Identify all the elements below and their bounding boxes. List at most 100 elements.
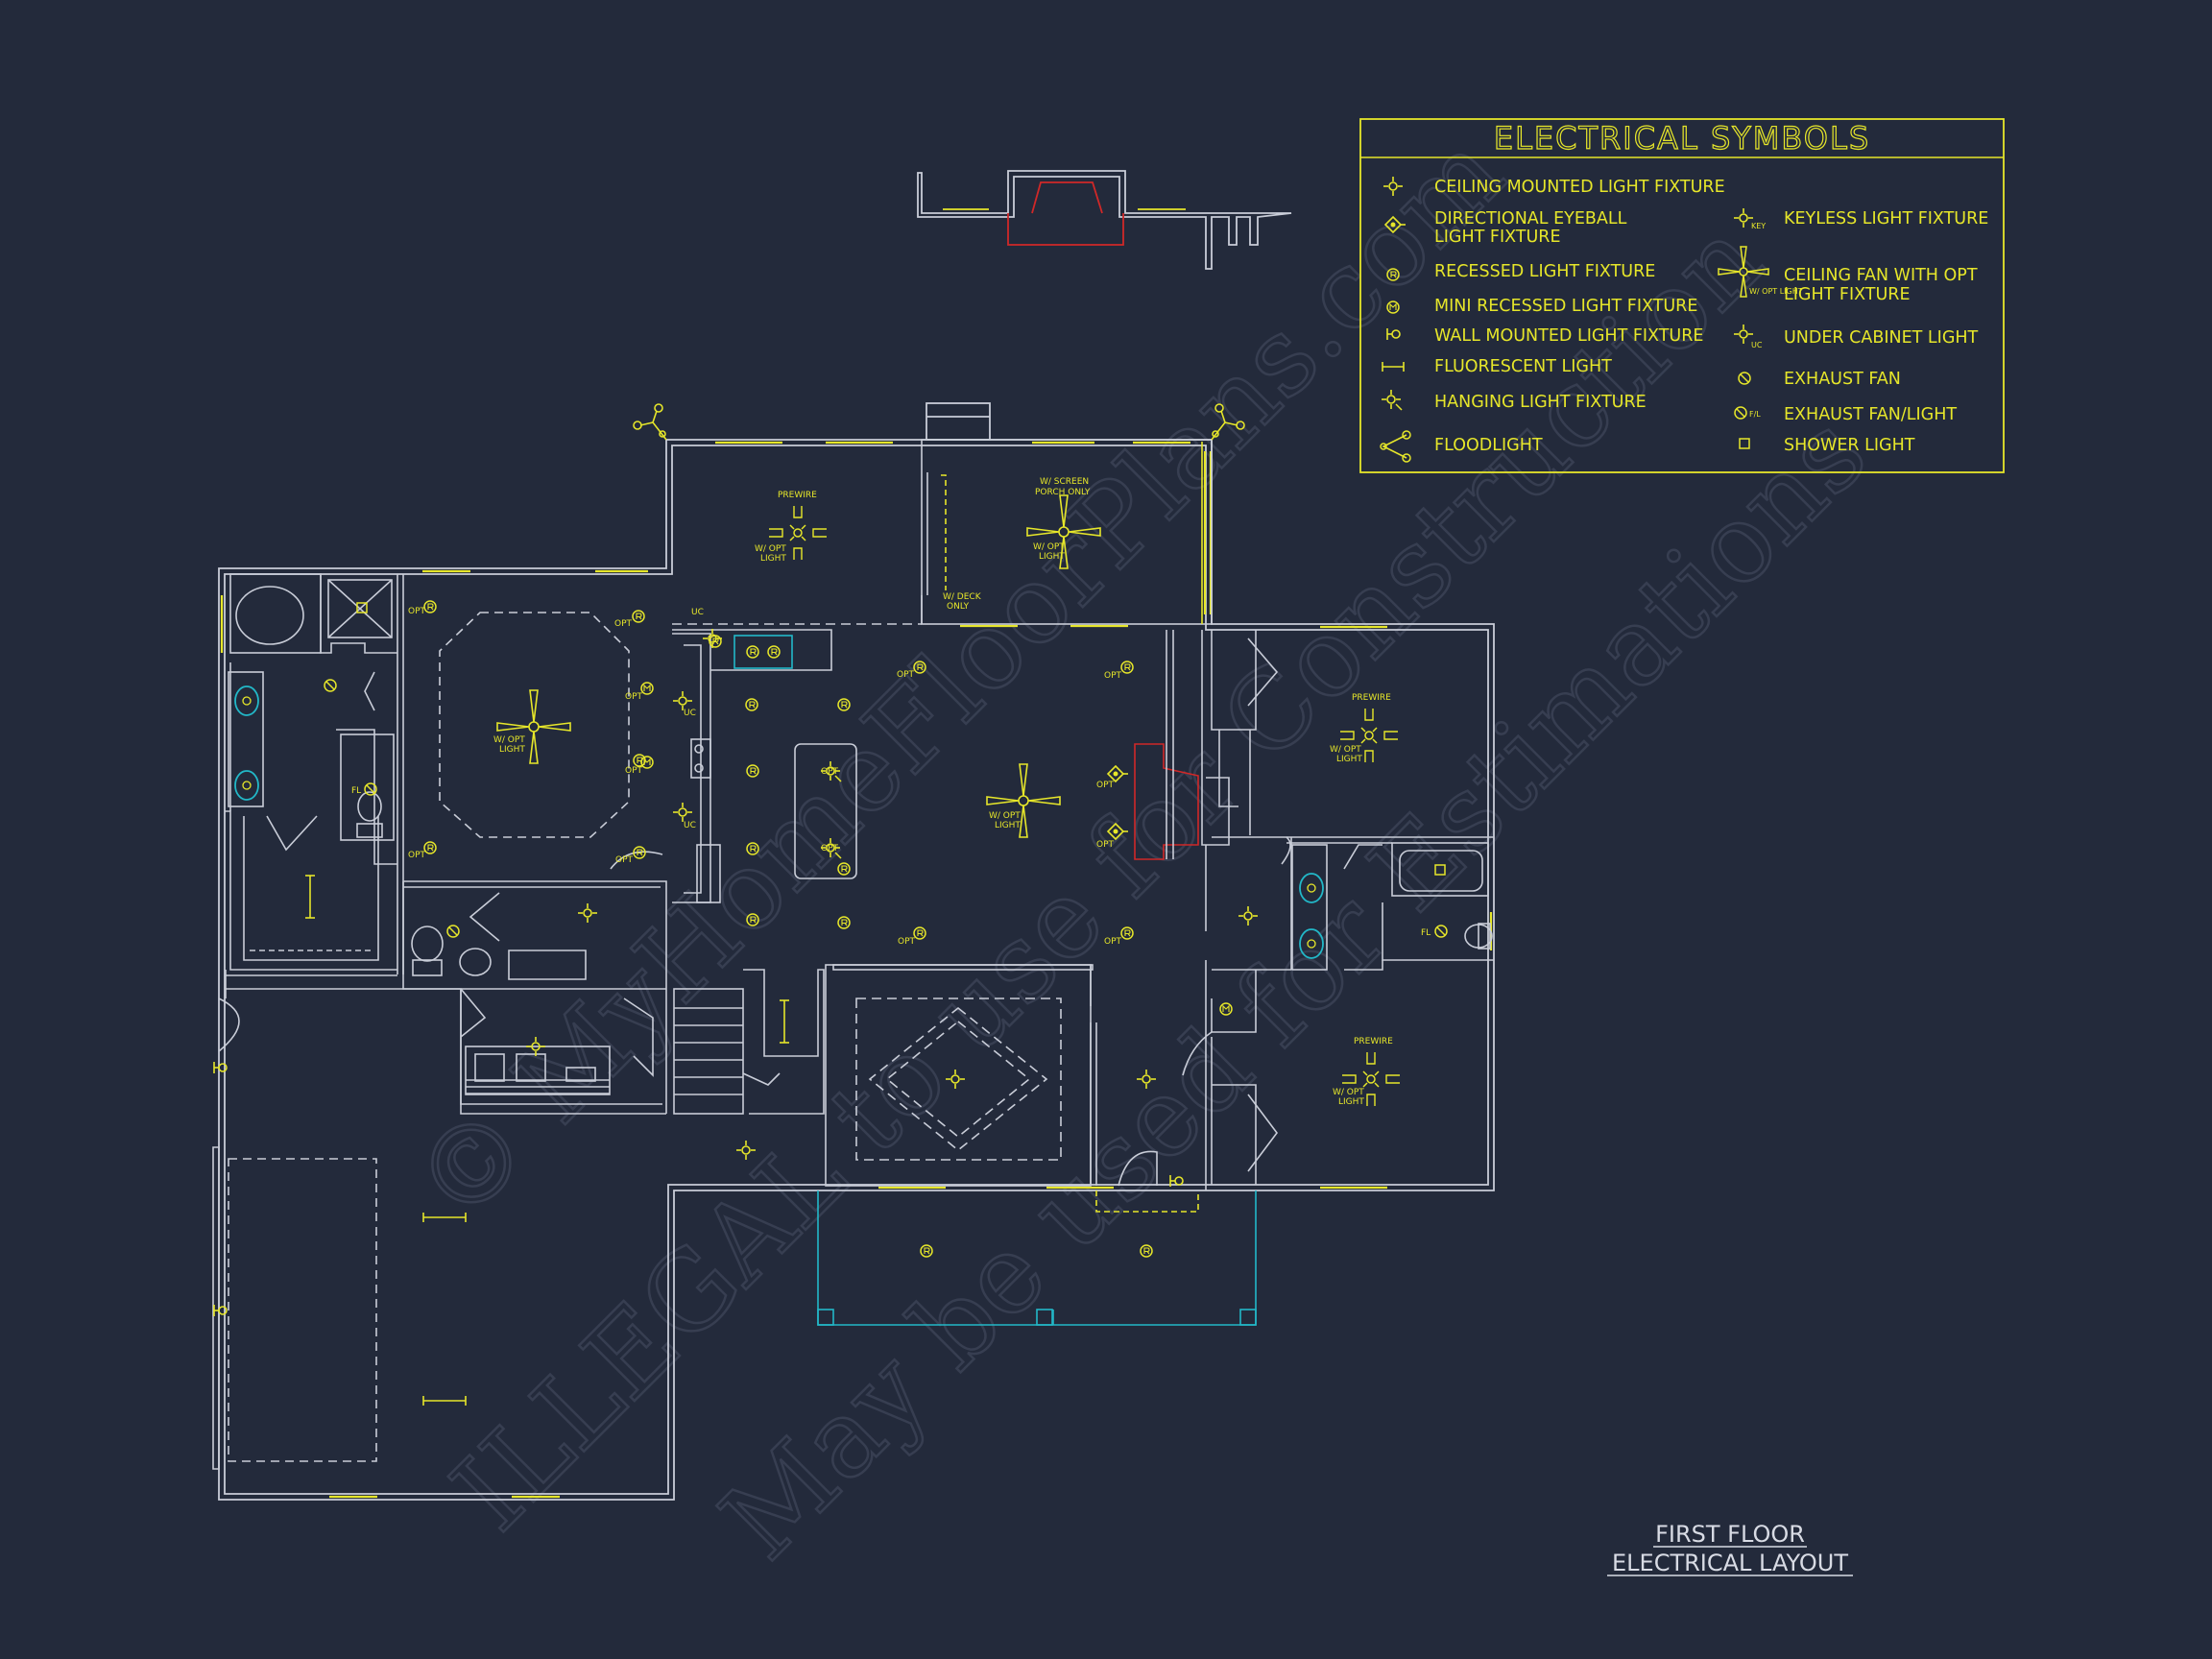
label-opt-great-2: OPT	[1096, 840, 1115, 850]
label-prewire-rear: PREWIRE	[778, 491, 817, 500]
vanity-sink-icon	[234, 770, 259, 801]
under-cabinet-light-icon	[672, 690, 693, 711]
floodlight-icon	[1380, 430, 1411, 463]
vanity-sink-icon	[234, 685, 259, 716]
ceiling-fan-tag: W/ OPT LIGHT	[1749, 287, 1803, 296]
legend-item-recessed-light: RECESSED LIGHT FIXTURE	[1434, 262, 1655, 281]
kitchen-sink-icon	[746, 645, 759, 659]
label-opt-dining-2: OPT	[1104, 937, 1122, 947]
recessed-light-icon	[837, 916, 851, 929]
label-deck-2: ONLY	[947, 602, 970, 612]
label-opt-5: OPT	[408, 851, 426, 860]
label-fl-master: FL	[351, 786, 361, 796]
label-wopt-porch: W/ OPT	[1033, 542, 1065, 552]
chimney-detail	[917, 170, 1292, 270]
label-prewire-bed3: PREWIRE	[1354, 1037, 1393, 1046]
label-light-great: LIGHT	[995, 821, 1021, 830]
keyless-tag: KEY	[1751, 222, 1766, 230]
recessed-light-icon	[423, 600, 437, 613]
mini-recessed-light-icon	[640, 756, 654, 769]
label-light-bed3: LIGHT	[1338, 1097, 1364, 1107]
label-opt-6: OPT	[615, 855, 634, 865]
label-opt-4: OPT	[625, 766, 643, 776]
recessed-light-icon	[1140, 1244, 1153, 1258]
fluorescent-light-icon	[422, 1395, 467, 1407]
legend-item-ceiling-fan-line2: LIGHT FIXTURE	[1784, 285, 1911, 304]
ceiling-light-icon	[1238, 905, 1259, 926]
exhaust-fan-icon	[324, 679, 337, 692]
label-opt-island-2: OPT	[821, 844, 839, 854]
recessed-light-icon	[746, 764, 759, 778]
label-deck-1: W/ DECK	[943, 592, 982, 602]
legend-title: ELECTRICAL SYMBOLS	[1494, 120, 1870, 156]
exhaust-fan-icon	[1738, 372, 1751, 385]
label-prewire-bed2: PREWIRE	[1352, 693, 1391, 703]
legend-item-under-cabinet-light: UNDER CABINET LIGHT	[1784, 328, 1979, 348]
exhaust-fan-light-tag: F/L	[1749, 410, 1761, 419]
legend-item-shower-light: SHOWER LIGHT	[1784, 436, 1915, 455]
label-wopt-master: W/ OPT	[493, 735, 525, 745]
label-opt-great-1: OPT	[1096, 781, 1115, 790]
label-light-rear: LIGHT	[760, 554, 786, 564]
floodlights	[633, 403, 1245, 441]
label-light-bed2: LIGHT	[1336, 755, 1362, 764]
label-screen-porch-1: W/ SCREEN	[1040, 477, 1089, 487]
label-light-master: LIGHT	[499, 745, 525, 755]
legend-item-ceiling-fan: CEILING FAN WITH OPT	[1784, 266, 1978, 285]
plan-labels: PREWIRE W/ OPT LIGHT W/ SCREEN PORCH ONL…	[351, 477, 1431, 1107]
fluorescent-light-icon	[304, 875, 316, 919]
electrical-symbols-legend: ELECTRICAL SYMBOLS CEILING MOUNTED LIGHT…	[1359, 118, 2005, 473]
ceiling-light-icon	[577, 902, 598, 924]
legend-item-eyeball-light: DIRECTIONAL EYEBALL	[1434, 209, 1627, 228]
label-wopt-bed2: W/ OPT	[1330, 745, 1361, 755]
legend-item-hanging-light: HANGING LIGHT FIXTURE	[1434, 393, 1647, 412]
label-opt-1: OPT	[408, 607, 426, 616]
label-light-porch: LIGHT	[1039, 552, 1065, 562]
exhaust-fan-light-icon	[1734, 406, 1747, 420]
under-cabinet-tag: UC	[1751, 341, 1763, 349]
legend-item-exhaust-fan: EXHAUST FAN	[1784, 370, 1901, 389]
recessed-light-icon	[633, 754, 646, 767]
label-opt-island-1: OPT	[821, 767, 839, 777]
fluorescent-light-icon	[779, 999, 790, 1044]
legend-item-exhaust-fan-light: EXHAUST FAN/LIGHT	[1784, 405, 1957, 424]
windows	[220, 441, 1493, 1499]
drawing-title-line-2: ELECTRICAL LAYOUT	[1612, 1550, 1848, 1576]
legend-item-floodlight: FLOODLIGHT	[1434, 436, 1543, 455]
front-porch	[817, 1190, 1257, 1326]
label-opt-kitchen-2: OPT	[1104, 671, 1122, 681]
rear-porch	[672, 439, 1213, 625]
title-block: FIRST FLOOR ELECTRICAL LAYOUT	[1607, 1521, 1853, 1576]
interior-walls	[212, 573, 1494, 1470]
label-wopt-bed3: W/ OPT	[1333, 1088, 1364, 1097]
label-uc-3: UC	[684, 821, 696, 830]
under-cabinet-light-icon	[672, 802, 693, 823]
legend-item-keyless-light: KEYLESS LIGHT FIXTURE	[1784, 209, 1988, 228]
legend-item-ceiling-light: CEILING MOUNTED LIGHT FIXTURE	[1434, 178, 1725, 197]
floor-plan: PREWIRE W/ OPT LIGHT W/ SCREEN PORCH ONL…	[212, 402, 1495, 1501]
recessed-light-icon	[632, 610, 645, 623]
label-screen-porch-2: PORCH ONLY	[1035, 488, 1091, 497]
legend-item-fluorescent-light: FLUORESCENT LIGHT	[1434, 357, 1612, 376]
legend-frame	[1359, 118, 2005, 473]
recessed-light-icon	[745, 698, 758, 711]
legend-item-eyeball-light-line2: LIGHT FIXTURE	[1434, 228, 1561, 247]
label-fl-bath2: FL	[1421, 928, 1431, 938]
keyless-light-icon	[1733, 207, 1754, 228]
hanging-light-icon	[1382, 390, 1402, 410]
label-uc-2: UC	[684, 709, 696, 718]
recessed-light-icon	[913, 926, 926, 940]
label-opt-3: OPT	[625, 692, 643, 702]
label-opt-dining-1: OPT	[898, 937, 916, 947]
label-opt-2: OPT	[614, 619, 633, 629]
label-uc-1: UC	[691, 608, 704, 617]
legend-item-mini-recessed-light: MINI RECESSED LIGHT FIXTURE	[1434, 297, 1697, 316]
recessed-light-icon	[1120, 661, 1134, 674]
drawing-title-line-1: FIRST FLOOR	[1655, 1521, 1805, 1548]
legend-item-wall-light: WALL MOUNTED LIGHT FIXTURE	[1434, 326, 1703, 346]
mini-recessed-light-icon	[640, 682, 654, 695]
watermark-line-3: May be used for Estimations	[698, 391, 1890, 1583]
kitchen-sink-icon	[767, 645, 781, 659]
label-wopt-rear: W/ OPT	[755, 544, 786, 554]
